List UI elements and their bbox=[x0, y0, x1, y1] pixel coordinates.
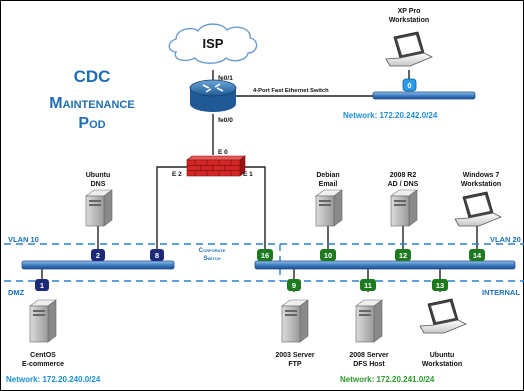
port-badge-14: 14 bbox=[469, 249, 485, 261]
svg-text:1: 1 bbox=[40, 281, 44, 290]
isp-label: ISP bbox=[203, 36, 224, 51]
dfs-label-2: DFS Host bbox=[353, 361, 385, 368]
ubuntu-ws-label-1: Ubuntu bbox=[430, 352, 455, 359]
dmz-network-label: Network: 172.20.240.0/24 bbox=[6, 375, 101, 384]
core-switch-label-2: Switch bbox=[203, 256, 220, 262]
edge-switch-label: 4-Port Fast Ethernet Switch bbox=[253, 88, 329, 94]
core-switch-label-1: Corporate bbox=[199, 248, 226, 254]
xp-label-2: Workstation bbox=[389, 17, 429, 24]
edge-switch-port-0: 0 bbox=[402, 78, 417, 92]
dfs-server-icon bbox=[355, 299, 383, 343]
svg-text:9: 9 bbox=[292, 281, 296, 290]
port-badge-16: 16 bbox=[257, 249, 273, 261]
svg-text:11: 11 bbox=[364, 281, 372, 290]
external-network-label: Network: 172.20.242.0/24 bbox=[343, 111, 438, 120]
win7-label-1: Windows 7 bbox=[463, 172, 500, 179]
ubuntu-ws-laptop-icon bbox=[419, 298, 467, 334]
ad-server-icon bbox=[390, 189, 418, 227]
ad-label-2: AD / DNS bbox=[388, 181, 419, 188]
router-icon bbox=[189, 79, 237, 112]
router-if-top: fe0/1 bbox=[218, 75, 233, 82]
ubuntu-dns-label-1: Ubuntu bbox=[86, 172, 111, 179]
firewall-icon bbox=[186, 155, 246, 177]
svg-text:0: 0 bbox=[407, 81, 411, 90]
win7-label-2: Workstation bbox=[461, 181, 501, 188]
isp-cloud-icon bbox=[168, 23, 258, 64]
ftp-server-icon bbox=[281, 299, 309, 343]
svg-text:14: 14 bbox=[473, 251, 482, 260]
svg-text:16: 16 bbox=[261, 251, 269, 260]
ftp-label-2: FTP bbox=[288, 361, 302, 368]
port-badge-10: 10 bbox=[320, 249, 336, 261]
internal-label: INTERNAL bbox=[482, 288, 520, 297]
ad-label-1: 2008 R2 bbox=[390, 172, 417, 179]
router-if-bottom: fe0/0 bbox=[218, 117, 233, 124]
svg-text:8: 8 bbox=[155, 251, 159, 260]
firewall-e1-link bbox=[245, 166, 266, 250]
vlan20-label: VLAN 20 bbox=[490, 235, 521, 244]
svg-text:13: 13 bbox=[436, 281, 444, 290]
centos-label-1: CentOS bbox=[30, 352, 56, 359]
ubuntu-dns-label-2: DNS bbox=[91, 181, 106, 188]
debian-label-1: Debian bbox=[316, 172, 339, 179]
ubuntu-ws-label-2: Workstation bbox=[422, 361, 462, 368]
firewall-e1-label: E 1 bbox=[243, 171, 253, 178]
port-badge-1: 1 bbox=[35, 279, 49, 291]
port-badge-8: 8 bbox=[150, 249, 164, 261]
vlan10-label: VLAN 10 bbox=[8, 235, 39, 244]
dmz-label: DMZ bbox=[8, 288, 25, 297]
ubuntu-dns-server-icon bbox=[85, 189, 113, 227]
internal-switch-bar bbox=[254, 260, 516, 270]
title-line-3: Pod bbox=[78, 115, 105, 132]
xp-label-1: XP Pro bbox=[398, 8, 421, 15]
xp-laptop-icon bbox=[385, 31, 433, 67]
svg-text:12: 12 bbox=[399, 251, 407, 260]
dmz-switch-bar bbox=[21, 260, 175, 270]
ftp-label-1: 2003 Server bbox=[275, 352, 315, 359]
port-badge-9: 9 bbox=[287, 279, 301, 291]
firewall-e2-label: E 2 bbox=[172, 171, 182, 178]
centos-label-2: E-commerce bbox=[22, 361, 64, 368]
title-line-1: CDC bbox=[74, 67, 111, 86]
svg-text:10: 10 bbox=[324, 251, 332, 260]
dfs-label-1: 2008 Server bbox=[349, 352, 389, 359]
port-badge-2: 2 bbox=[91, 249, 105, 261]
port-badge-12: 12 bbox=[395, 249, 411, 261]
internal-network-label: Network: 172.20.241.0/24 bbox=[340, 375, 435, 384]
firewall-e2-link bbox=[156, 166, 187, 250]
edge-switch-bar bbox=[372, 91, 476, 100]
debian-server-icon bbox=[315, 189, 343, 227]
svg-text:2: 2 bbox=[96, 251, 100, 260]
win7-laptop-icon bbox=[454, 191, 502, 227]
debian-label-2: Email bbox=[319, 181, 338, 188]
firewall-e0-label: E 0 bbox=[218, 149, 228, 156]
port-badge-11: 11 bbox=[360, 279, 376, 291]
title-line-2: Maintenance bbox=[49, 95, 134, 112]
port-badge-13: 13 bbox=[432, 279, 448, 291]
centos-server-icon bbox=[29, 299, 57, 343]
